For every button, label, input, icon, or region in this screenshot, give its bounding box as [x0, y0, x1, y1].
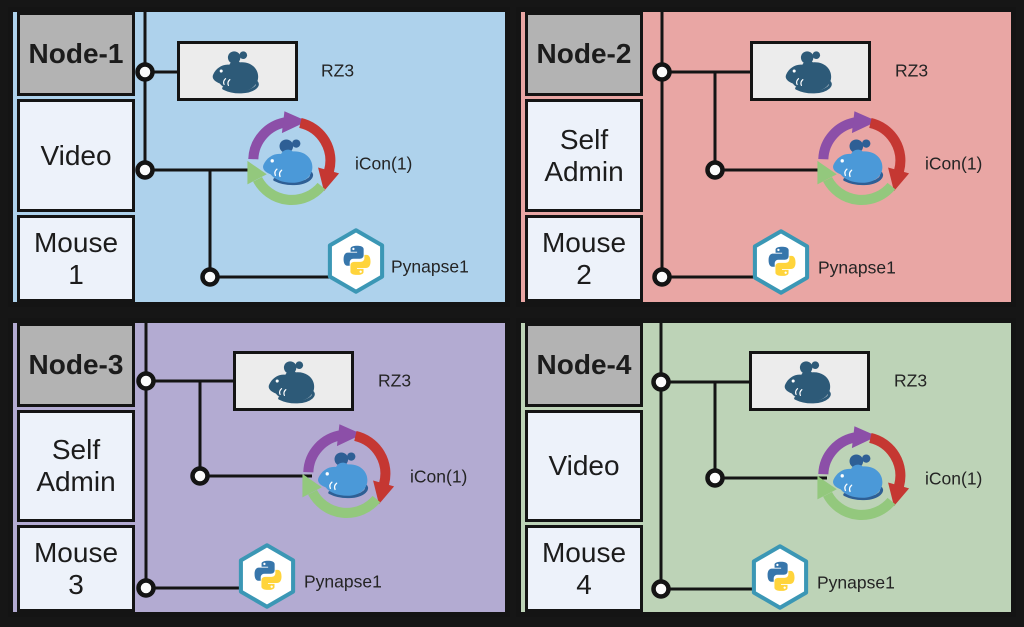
node-4-panel: RZ3 iCon(1) Pynapse1 Node-4 Video Mouse … — [516, 318, 1016, 617]
node-2-title: Node-2 — [536, 38, 632, 70]
wire-junction-circle — [652, 62, 672, 82]
rz3-label: RZ3 — [378, 370, 412, 391]
node-2-wiring — [652, 12, 827, 287]
rz3-device-box — [749, 351, 870, 411]
rz3-label: RZ3 — [321, 60, 355, 81]
node-4-row-video: Video — [525, 410, 643, 522]
node-2-title-cell: Node-2 — [525, 12, 643, 96]
node-1-title-cell: Node-1 — [17, 12, 135, 96]
row-label: Self Admin — [36, 434, 116, 497]
row-label: Mouse 1 — [33, 226, 119, 290]
row-label: Mouse 3 — [33, 536, 119, 600]
pynapse-label: Pynapse1 — [304, 571, 382, 592]
row-label: Mouse 4 — [541, 536, 627, 600]
python-hexagon-icon — [327, 228, 385, 294]
wire-junction-circle — [705, 468, 725, 488]
node-1-row-video: Video — [17, 99, 135, 212]
rat-icon — [782, 359, 832, 404]
wire-junction-circle — [135, 62, 155, 82]
wire-junction-circle — [190, 466, 210, 486]
node-4-wiring — [651, 323, 827, 599]
rat-icon — [783, 49, 833, 94]
rz3-device-box — [750, 41, 871, 101]
node-1-title: Node-1 — [28, 38, 124, 70]
node-1-canvas: RZ3 iCon(1) Pynapse1 — [13, 12, 505, 302]
pynapse-label: Pynapse1 — [391, 256, 469, 277]
wire-junction-circle — [652, 267, 672, 287]
node-4-canvas: RZ3 iCon(1) Pynapse1 — [521, 323, 1011, 612]
icon-device-label: iCon(1) — [355, 153, 413, 174]
node-1-sidebar: Node-1 Video Mouse 1 — [17, 12, 135, 302]
row-label: Video — [40, 139, 112, 171]
wire-junction-circle — [651, 579, 671, 599]
row-label: Mouse 2 — [541, 226, 627, 290]
python-hexagon-icon — [238, 543, 296, 609]
node-2-canvas: RZ3 iCon(1) Pynapse1 — [521, 12, 1011, 302]
node-3-row-selfadmin: Self Admin — [17, 410, 135, 522]
node-4-row-mouse: Mouse 4 — [525, 525, 643, 612]
python-hexagon-icon — [752, 229, 810, 295]
node-4-title: Node-4 — [536, 349, 632, 381]
node-3-title: Node-3 — [28, 349, 124, 381]
pynapse-label: Pynapse1 — [817, 572, 895, 593]
wire-junction-circle — [651, 372, 671, 392]
node-2-row-selfadmin: Self Admin — [525, 99, 643, 212]
node-3-panel: RZ3 iCon(1) Pynapse1 Node-3 Self Admin M… — [8, 318, 510, 617]
rat-icon — [266, 359, 316, 404]
wire-junction-circle — [136, 578, 156, 598]
row-label: Video — [548, 450, 620, 482]
node-4-sidebar: Node-4 Video Mouse 4 — [525, 323, 643, 612]
node-3-row-mouse: Mouse 3 — [17, 525, 135, 612]
node-3-wiring — [136, 323, 312, 598]
node-2-sidebar: Node-2 Self Admin Mouse 2 — [525, 12, 643, 302]
node-3-canvas: RZ3 iCon(1) Pynapse1 — [13, 323, 505, 612]
rz3-label: RZ3 — [895, 60, 929, 81]
mouse-cycle-arrows-icon — [803, 422, 921, 533]
wire-junction-circle — [135, 160, 155, 180]
rat-icon — [210, 49, 260, 94]
icon-device-label: iCon(1) — [410, 466, 468, 487]
python-hexagon-icon — [751, 544, 809, 610]
mouse-cycle-arrows-icon — [233, 107, 351, 218]
row-label: Self Admin — [544, 123, 624, 187]
rz3-label: RZ3 — [894, 370, 928, 391]
pynapse-label: Pynapse1 — [818, 257, 896, 278]
node-1-wiring — [135, 12, 339, 287]
icon-device-label: iCon(1) — [925, 153, 983, 174]
mouse-cycle-arrows-icon — [288, 420, 406, 531]
wire-junction-circle — [705, 160, 725, 180]
icon-device-label: iCon(1) — [925, 468, 983, 489]
wire-junction-circle — [200, 267, 220, 287]
node-4-title-cell: Node-4 — [525, 323, 643, 407]
node-2-panel: RZ3 iCon(1) Pynapse1 Node-2 Self Admin M… — [516, 7, 1016, 307]
node-2-row-mouse: Mouse 2 — [525, 215, 643, 302]
node-3-title-cell: Node-3 — [17, 323, 135, 407]
rz3-device-box — [233, 351, 354, 411]
node-1-panel: RZ3 iCon(1) Pynapse1 Node-1 Video Mouse … — [8, 7, 510, 307]
wire-junction-circle — [136, 371, 156, 391]
node-3-sidebar: Node-3 Self Admin Mouse 3 — [17, 323, 135, 612]
rz3-device-box — [177, 41, 298, 101]
mouse-cycle-arrows-icon — [803, 107, 921, 218]
node-1-row-mouse: Mouse 1 — [17, 215, 135, 302]
